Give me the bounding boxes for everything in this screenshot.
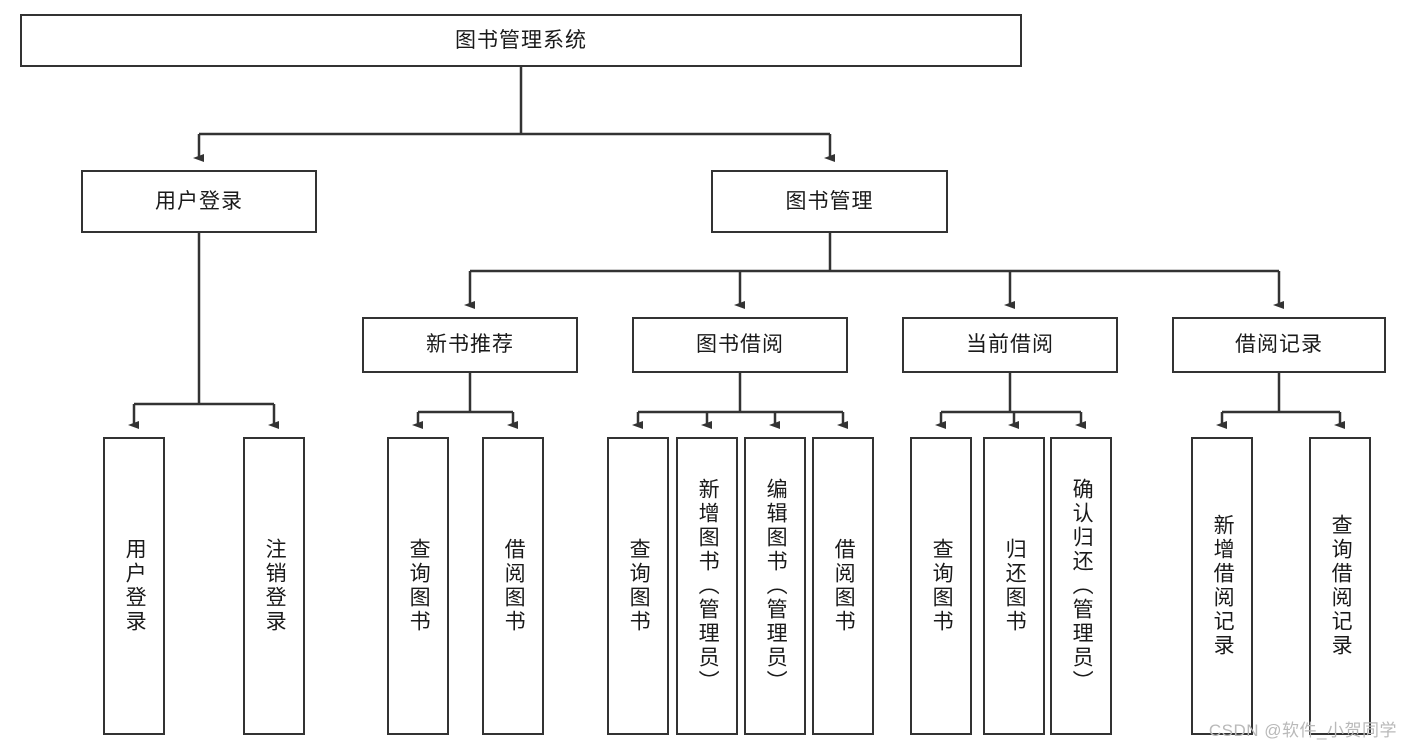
node-leaf-current-query-book[interactable]: 查询图书 xyxy=(910,437,972,735)
node-root-system[interactable]: 图书管理系统 xyxy=(20,14,1022,67)
node-leaf-borrow-borrow-book[interactable]: 借阅图书 xyxy=(812,437,874,735)
node-leaf-borrow-add-book[interactable]: 新增图书（管理员） xyxy=(676,437,738,735)
node-label: 查询图书 xyxy=(627,538,651,634)
node-leaf-current-return-book[interactable]: 归还图书 xyxy=(983,437,1045,735)
node-current-borrow[interactable]: 当前借阅 xyxy=(902,317,1118,373)
node-book-manage[interactable]: 图书管理 xyxy=(711,170,948,233)
node-label: 图书借阅 xyxy=(696,333,784,357)
node-leaf-record-add[interactable]: 新增借阅记录 xyxy=(1191,437,1253,735)
node-label: 编辑图书（管理员） xyxy=(764,478,788,694)
node-label: 用户登录 xyxy=(123,538,147,634)
node-label: 新书推荐 xyxy=(426,333,514,357)
node-leaf-user-login[interactable]: 用户登录 xyxy=(103,437,165,735)
node-leaf-user-logout[interactable]: 注销登录 xyxy=(243,437,305,735)
node-label: 借阅图书 xyxy=(502,538,526,634)
node-label: 新增图书（管理员） xyxy=(696,478,720,694)
node-label: 借阅图书 xyxy=(832,538,856,634)
node-label: 查询图书 xyxy=(407,538,431,634)
node-label: 图书管理 xyxy=(785,189,874,213)
node-label: 借阅记录 xyxy=(1235,333,1323,357)
node-label: 确认归还（管理员） xyxy=(1070,478,1094,694)
node-label: 查询借阅记录 xyxy=(1329,514,1353,658)
node-new-book-recommend[interactable]: 新书推荐 xyxy=(362,317,578,373)
node-leaf-recommend-query-book[interactable]: 查询图书 xyxy=(387,437,449,735)
node-user-login[interactable]: 用户登录 xyxy=(81,170,317,233)
node-leaf-record-query[interactable]: 查询借阅记录 xyxy=(1309,437,1371,735)
node-leaf-current-confirm-return[interactable]: 确认归还（管理员） xyxy=(1050,437,1112,735)
node-label: 用户登录 xyxy=(155,189,243,213)
node-leaf-borrow-query-book[interactable]: 查询图书 xyxy=(607,437,669,735)
csdn-watermark: CSDN @软件_小贺同学 xyxy=(1208,721,1397,740)
node-borrow-record[interactable]: 借阅记录 xyxy=(1172,317,1386,373)
node-label: 注销登录 xyxy=(263,538,287,634)
node-leaf-recommend-borrow-book[interactable]: 借阅图书 xyxy=(482,437,544,735)
node-label: 图书管理系统 xyxy=(455,28,587,52)
node-label: 新增借阅记录 xyxy=(1211,514,1235,658)
node-leaf-borrow-edit-book[interactable]: 编辑图书（管理员） xyxy=(744,437,806,735)
node-label: 当前借阅 xyxy=(966,333,1054,357)
node-label: 归还图书 xyxy=(1003,538,1027,634)
node-label: 查询图书 xyxy=(930,538,954,634)
node-book-borrow[interactable]: 图书借阅 xyxy=(632,317,848,373)
